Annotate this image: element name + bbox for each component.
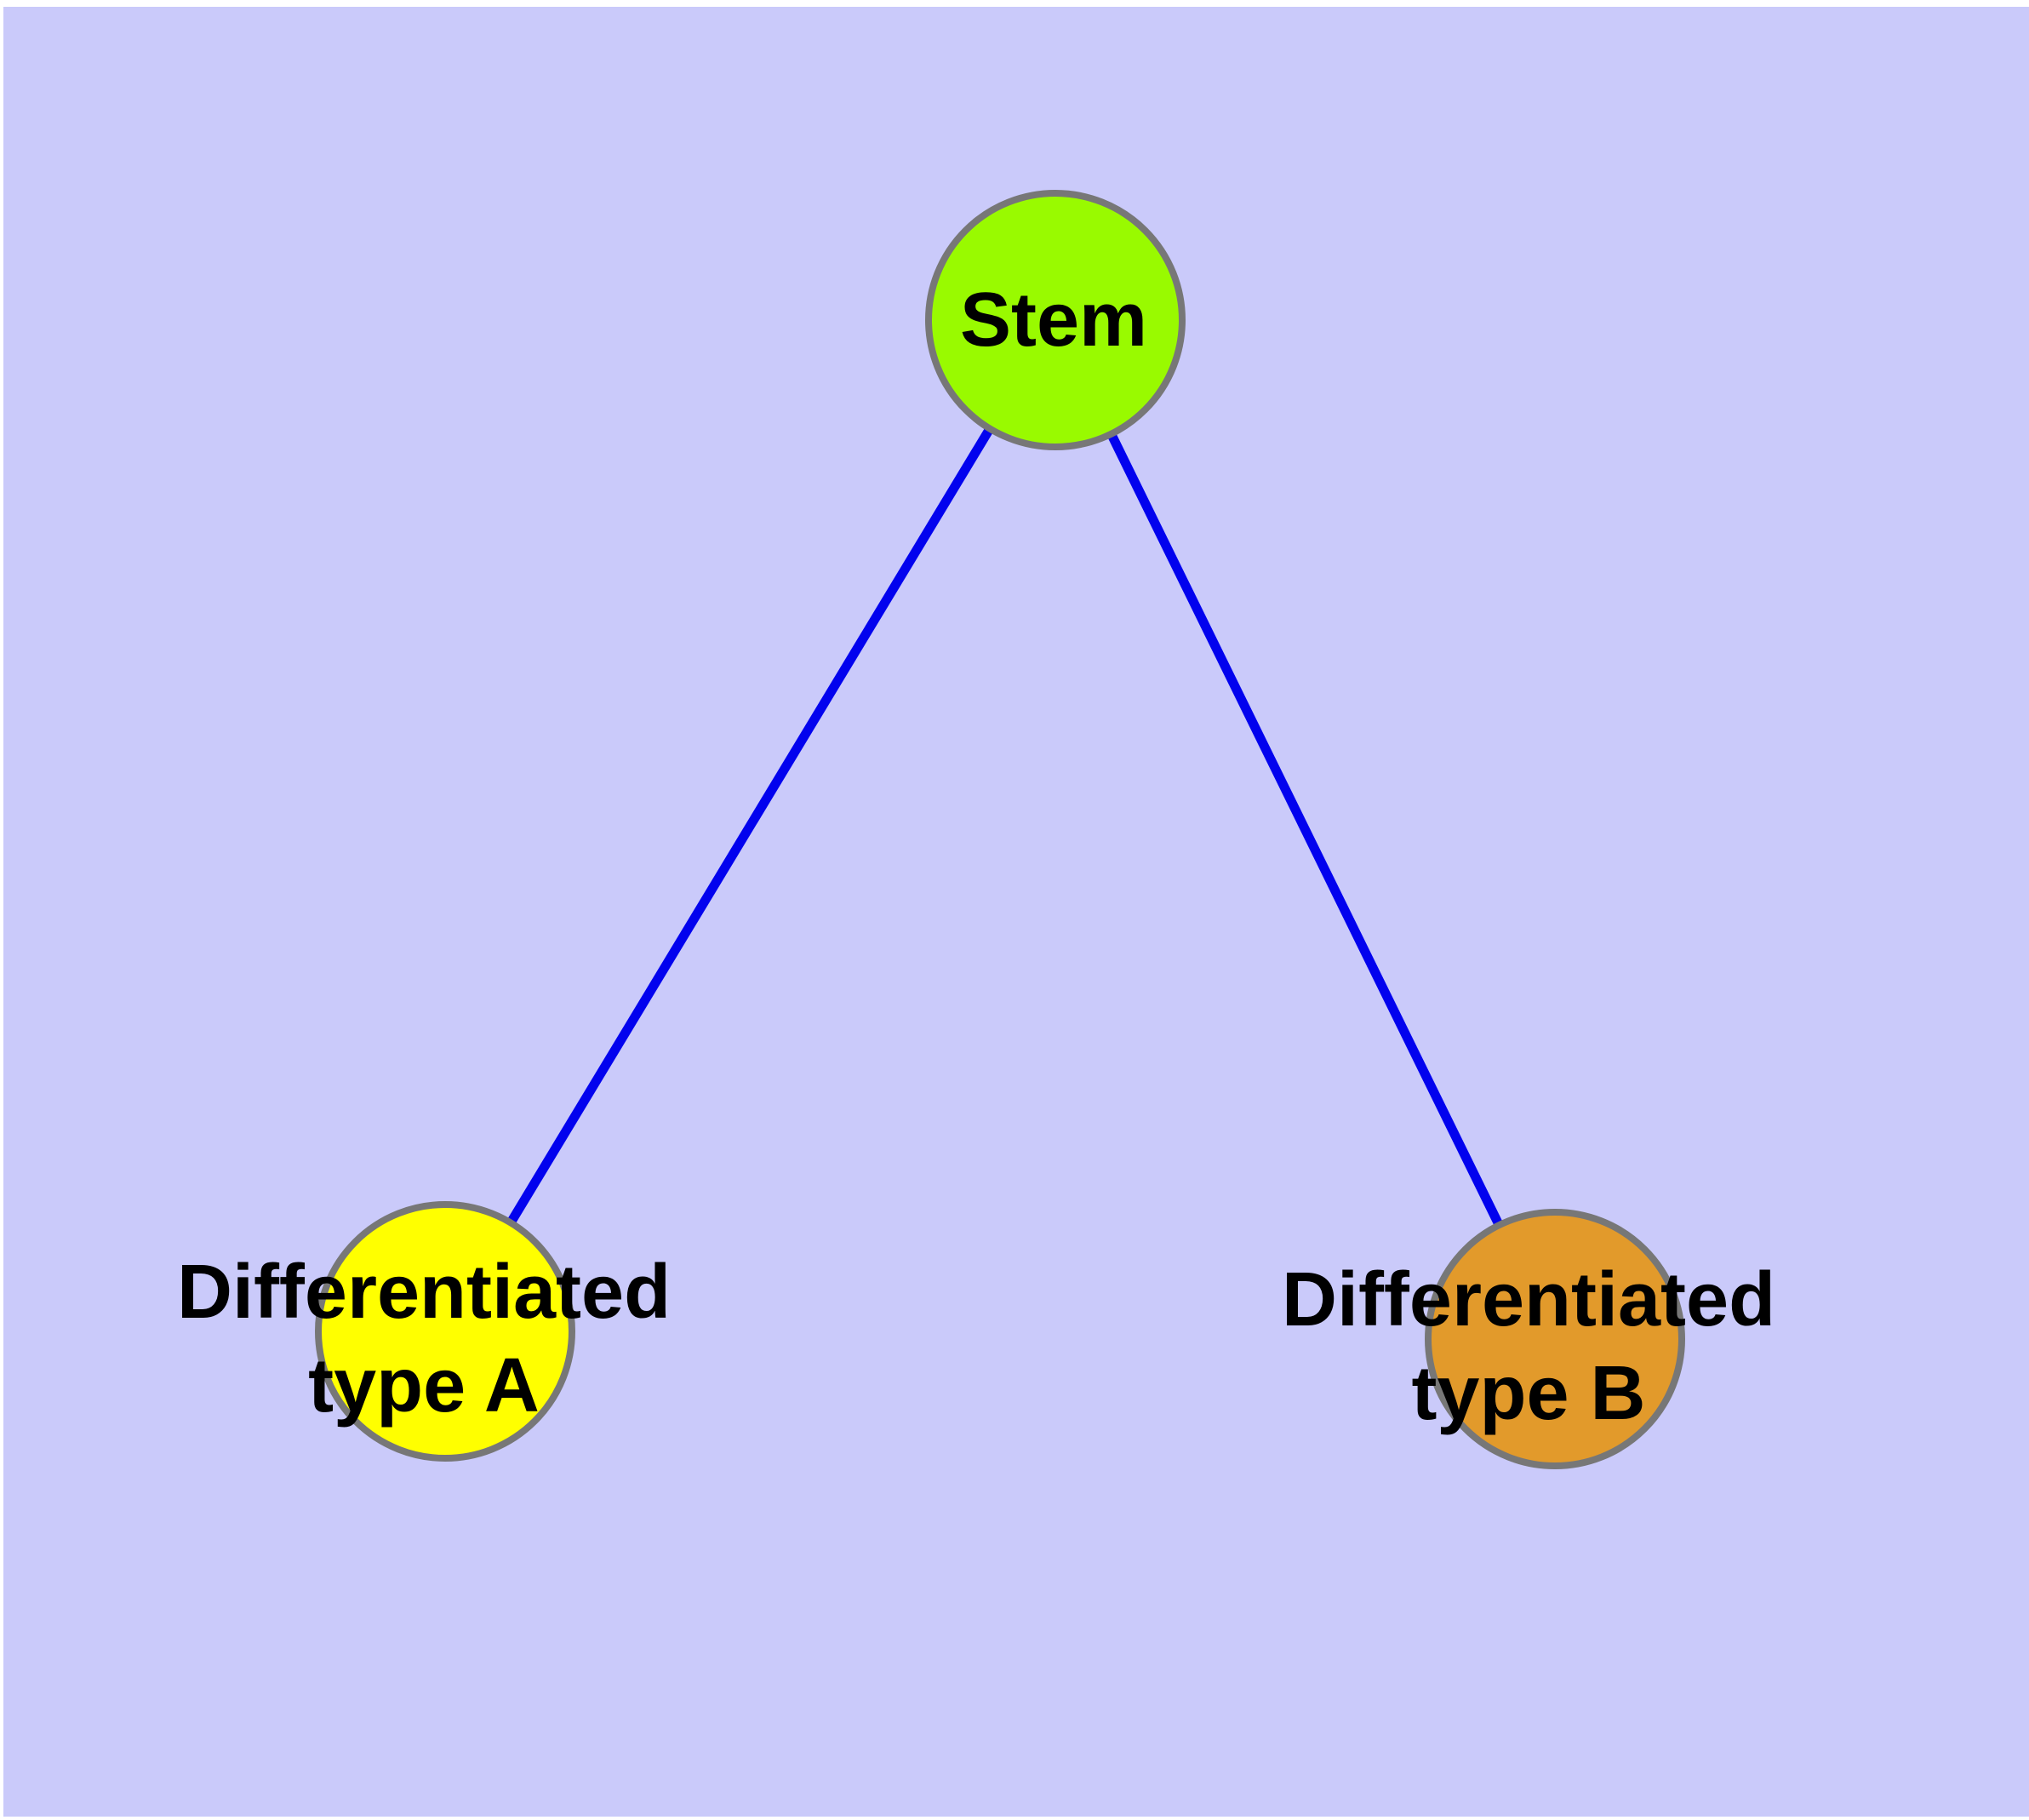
node-label-type-a-line2: type A [308,1343,540,1428]
node-stem [925,190,1186,450]
node-label-type-b-line2: type B [1411,1351,1646,1436]
edge-layer [441,318,1559,1342]
diagram-canvas: Stem Differentiated type A Differentiate… [3,7,2029,1817]
node-differentiated-type-b [1425,1209,1685,1469]
node-label-stem-text: Stem [959,278,1148,363]
edge-stem-to-type-a [441,318,1060,1334]
node-label-differentiated-type-b: Differentiated type B [1282,1254,1775,1441]
node-label-stem: Stem [960,274,1147,368]
node-differentiated-type-a [315,1201,575,1462]
node-label-differentiated-type-a: Differentiated type A [177,1246,671,1434]
node-label-type-b-line1: Differentiated [1281,1257,1776,1343]
edge-stem-to-type-b [1051,318,1559,1342]
node-label-type-a-line1: Differentiated [176,1250,672,1336]
